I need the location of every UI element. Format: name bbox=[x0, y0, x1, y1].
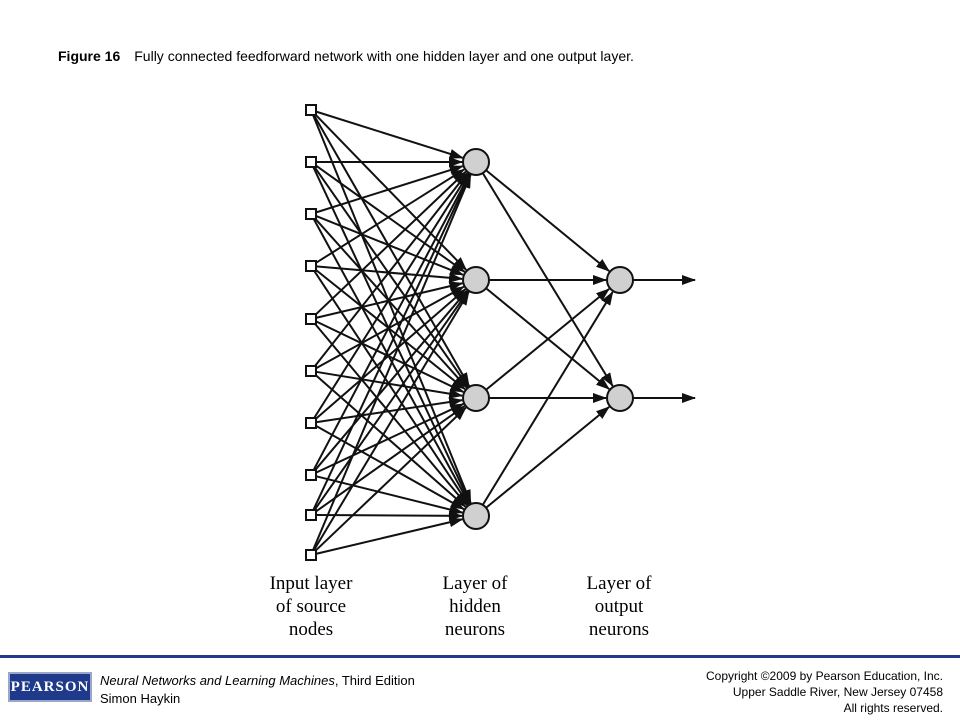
nodes bbox=[305, 104, 634, 561]
book-info: Neural Networks and Learning Machines, T… bbox=[100, 672, 415, 708]
input-node bbox=[305, 509, 317, 521]
output-neuron bbox=[606, 384, 634, 412]
book-author: Simon Haykin bbox=[100, 691, 181, 706]
connection-edge bbox=[485, 288, 610, 391]
connection-edge bbox=[313, 217, 468, 389]
output-label-line-3: neurons bbox=[588, 619, 650, 640]
output-label-line-1: Layer of bbox=[586, 573, 652, 594]
caption-text: Fully connected feedforward network with… bbox=[134, 48, 634, 64]
connection-edge bbox=[313, 172, 469, 368]
input-node bbox=[305, 260, 317, 272]
connection-edge bbox=[314, 164, 466, 273]
copyright-notice: Copyright ©2009 by Pearson Education, In… bbox=[706, 668, 943, 716]
hidden-label-line-1: Layer of bbox=[442, 573, 508, 594]
hidden-label-line-3: neurons bbox=[444, 619, 506, 640]
connection-edge bbox=[314, 288, 467, 421]
connection-edge bbox=[315, 110, 464, 159]
connection-edge bbox=[312, 172, 470, 420]
connection-edge bbox=[312, 113, 470, 387]
output-neuron bbox=[606, 266, 634, 294]
connection-edge bbox=[313, 322, 468, 507]
connection-edge bbox=[485, 169, 610, 272]
connection-edge bbox=[312, 173, 471, 472]
connection-edge bbox=[313, 290, 469, 512]
copyright-line-3: All rights reserved. bbox=[843, 701, 943, 715]
input-node bbox=[305, 469, 317, 481]
connection-edge bbox=[313, 165, 469, 388]
logo-text: PEARSON bbox=[10, 678, 90, 695]
connection-edge bbox=[312, 166, 471, 505]
input-node bbox=[305, 417, 317, 429]
connection-edge bbox=[312, 217, 471, 505]
connection-edge bbox=[314, 168, 466, 265]
input-node bbox=[305, 156, 317, 168]
input-node bbox=[305, 208, 317, 220]
connection-edge bbox=[314, 268, 466, 391]
connection-edge bbox=[311, 114, 472, 504]
figure-label: Figure 16 bbox=[58, 48, 121, 64]
footer-divider bbox=[0, 655, 960, 658]
hidden-neuron bbox=[462, 148, 490, 176]
connection-edge bbox=[312, 173, 471, 511]
network-diagram bbox=[305, 104, 696, 561]
connection-edge bbox=[315, 510, 464, 521]
input-label-line-2: of source bbox=[275, 596, 347, 617]
input-node bbox=[305, 365, 317, 377]
connection-edge bbox=[313, 170, 467, 317]
hidden-neuron bbox=[462, 384, 490, 412]
connection-edge bbox=[481, 291, 614, 506]
connection-edge bbox=[315, 165, 464, 214]
output-layer-label: Layer of output neurons bbox=[534, 572, 704, 641]
input-label-line-3: nodes bbox=[288, 619, 334, 640]
copyright-line-1: Copyright ©2009 by Pearson Education, In… bbox=[706, 669, 943, 683]
input-node bbox=[305, 313, 317, 325]
connection-edge bbox=[485, 406, 610, 509]
book-edition: , Third Edition bbox=[334, 673, 415, 688]
connection-edge bbox=[314, 405, 466, 513]
hidden-layer-label: Layer of hidden neurons bbox=[390, 572, 560, 641]
input-layer-label: Input layer of source nodes bbox=[226, 572, 396, 641]
connection-edge bbox=[312, 173, 472, 551]
copyright-line-2: Upper Saddle River, New Jersey 07458 bbox=[732, 685, 943, 699]
connection-edge bbox=[313, 289, 468, 472]
input-node bbox=[305, 549, 317, 561]
hidden-neuron bbox=[462, 502, 490, 530]
connections bbox=[311, 110, 696, 555]
book-title: Neural Networks and Learning Machines bbox=[100, 673, 335, 688]
connection-edge bbox=[315, 517, 464, 555]
input-node bbox=[305, 104, 317, 116]
hidden-neuron bbox=[462, 266, 490, 294]
connection-edge bbox=[315, 403, 465, 474]
connection-edge bbox=[315, 475, 464, 515]
pearson-logo: PEARSON bbox=[8, 672, 92, 702]
hidden-label-line-2: hidden bbox=[449, 596, 501, 617]
connection-edge bbox=[314, 373, 467, 508]
connection-edge bbox=[313, 406, 467, 553]
connection-edge bbox=[312, 291, 470, 552]
output-label-line-2: output bbox=[594, 596, 644, 617]
input-label-line-1: Input layer bbox=[269, 573, 353, 594]
connection-edge bbox=[312, 269, 470, 506]
figure-caption: Figure 16 Fully connected feedforward net… bbox=[58, 48, 634, 64]
